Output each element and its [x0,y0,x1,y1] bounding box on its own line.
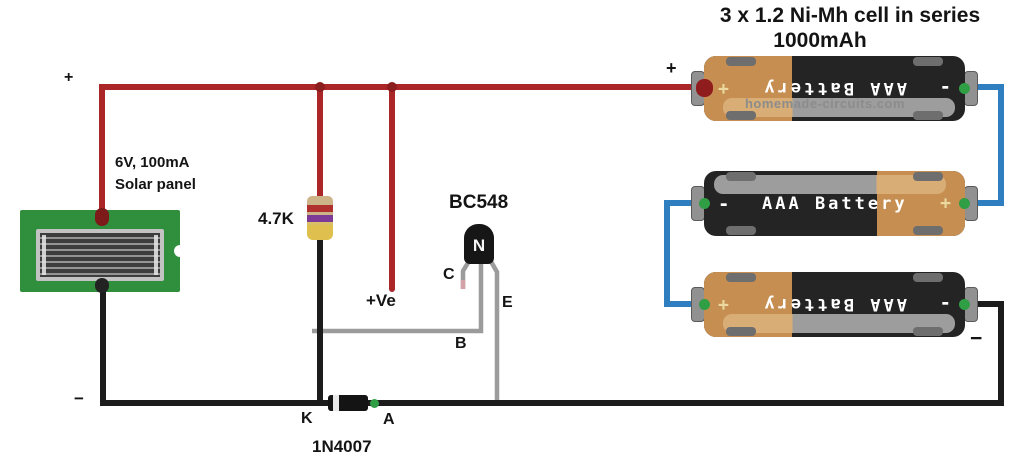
terminal-dot [959,83,970,94]
wire-battery-minus-horizontal [955,301,1004,307]
battery-label: AAA Battery [762,193,908,214]
terminal-dot [959,198,970,209]
battery-plus-mark: + [940,193,951,214]
wire-negative-rail [100,400,1004,406]
junction-resistor-rail [315,82,325,92]
wire-positive-rail [99,84,711,90]
diode-anode-label: A [383,411,395,428]
battery-cell-3: - AAA Battery + [691,272,978,337]
solar-name-label: Solar panel [115,176,196,193]
solar-positive-terminal [95,208,109,226]
resistor-band-gold [307,225,333,240]
battery-label: AAA Battery [761,294,907,315]
resistor-value-label: 4.7K [258,209,294,228]
terminal-dot [699,299,710,310]
solar-plus-label: + [64,69,74,86]
wire-resistor-bottom-lead [317,238,323,406]
diode-anode-junction-dot [370,399,379,408]
wire-battery-minus-vertical [998,301,1004,406]
solar-cell [36,229,164,281]
base-label: B [455,335,467,352]
solar-spec-label: 6V, 100mA [115,154,190,171]
battery-cell-1: - AAA Battery + [691,56,978,121]
wire-resistor-top-lead [317,87,323,198]
terminal-dot [959,299,970,310]
resistor-4k7 [307,196,333,240]
wire-blue-link1-bottom [955,200,1004,206]
battery-minus-mark: - [718,192,730,215]
diode-cathode-band [333,395,339,411]
diode-cathode-label: K [301,410,313,427]
battery-positive-wire-cap [696,79,713,97]
solar-negative-terminal [95,278,109,293]
emitter-label: E [502,294,513,311]
battery-body: - AAA Battery + [704,56,965,121]
watermark: homemade-circuits.com [744,96,906,111]
transistor-logo: N [472,236,486,255]
page-title-line2: 1000mAh [773,29,867,52]
battery-body: - AAA Battery + [704,171,965,236]
solar-panel [20,210,186,292]
terminal-dot [699,198,710,209]
battery-minus-mark: - [939,293,951,316]
diode-name-label: 1N4007 [312,437,372,456]
resistor-band-red [307,205,333,212]
wire-solar-negative-vertical [100,284,106,406]
collector-label: C [443,266,455,283]
wire-blue-link2-vertical [664,200,670,307]
solar-minus-label: − [74,389,84,408]
battery-plus-mark: + [718,294,729,315]
wire-blue-link2-top [664,200,712,206]
solar-busbar-left [42,235,46,275]
wire-vplus-stub [389,87,395,292]
emitter-wire [487,256,500,403]
wire-blue-link1-top [955,84,1004,90]
pack-minus-label: − [970,327,983,350]
solar-busbar-right [154,235,158,275]
junction-vplus-rail [387,82,397,92]
resistor-body-cap [307,196,333,205]
page-title-line1: 3 x 1.2 Ni-Mh cell in series [719,4,981,27]
wire-blue-link2-bottom [664,301,712,307]
solar-board-notch [174,245,186,257]
base-wire [312,258,484,334]
resistor-band-violet [307,215,333,222]
battery-cell-2: - AAA Battery + [691,171,978,236]
pack-plus-label: + [666,58,677,78]
transistor-name-label: BC548 [449,192,509,213]
transistor-body: N [464,224,494,264]
wire-solar-positive-vertical [99,84,105,214]
diode-1n4007 [328,395,368,411]
wire-blue-link1-vertical [998,84,1004,206]
vplus-label: +Ve [366,291,396,310]
battery-body: - AAA Battery + [704,272,965,337]
